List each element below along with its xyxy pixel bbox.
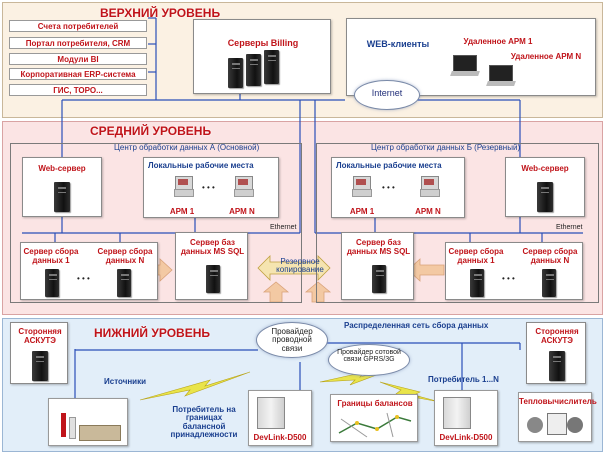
workstation-icon	[174, 176, 194, 197]
collector-1-label: Сервер сбора данных 1	[23, 247, 79, 265]
arm-1-label: АРМ 1	[169, 207, 195, 216]
remote-arm-1-label: Удаленное АРМ 1	[463, 37, 533, 46]
server-icon	[54, 182, 70, 212]
heat-meter-icon	[527, 411, 585, 437]
db-server-a[interactable]: Сервер баз данных MS SQL	[175, 232, 248, 300]
workstation-icon	[420, 176, 440, 197]
provider-wired-label: Провайдер проводной связи	[271, 327, 313, 353]
server-icon	[206, 265, 220, 293]
menu-item-gis[interactable]: ГИС, ТОРО...	[9, 84, 147, 96]
laptop-icon	[450, 55, 480, 79]
web-server-a-label: Web-сервер	[38, 164, 86, 173]
sources-label: Источники	[104, 377, 147, 386]
devlink-left-label: DevLink-D500	[253, 433, 307, 442]
workstation-icon	[352, 176, 372, 197]
web-server-b[interactable]: Web-сервер	[505, 157, 585, 217]
sources-plant[interactable]	[48, 398, 128, 446]
data-center-b[interactable]	[316, 143, 599, 303]
menu-item-consumer-bills[interactable]: Счета потребителей	[9, 20, 147, 32]
arm-n-label: АРМ N	[415, 207, 441, 216]
server-icon	[537, 182, 553, 212]
web-server-b-label: Web-сервер	[521, 164, 569, 173]
server-icon	[372, 265, 386, 293]
dots-label: • • •	[202, 183, 215, 192]
third-party-askute-right[interactable]: Сторонняя АСКУТЭ	[526, 322, 586, 384]
server-icon	[228, 58, 243, 88]
db-server-b-label: Сервер баз данных MS SQL	[346, 238, 411, 256]
dots-label: • • •	[77, 274, 90, 283]
third-party-right-label: Сторонняя АСКУТЭ	[535, 327, 579, 345]
local-workstations-b[interactable]: Локальные рабочие места • • • АРМ 1 АРМ …	[331, 157, 465, 218]
server-icon	[117, 269, 131, 297]
consumer-boundary-label: Потребитель на границах балансной принад…	[170, 405, 238, 440]
remote-arm-n-label: Удаленное АРМ N	[510, 52, 582, 61]
menu-item-consumer-portal[interactable]: Портал потребителя, CRM	[9, 37, 147, 49]
server-icon	[470, 269, 484, 297]
billing-servers-label: Серверы Billing	[227, 38, 299, 48]
map-icon	[338, 412, 412, 438]
bottom-level-title: НИЖНИЙ УРОВЕНЬ	[94, 326, 210, 340]
top-level-title: ВЕРХНИЙ УРОВЕНЬ	[100, 6, 221, 20]
consumer-n-label: Потребитель 1...N	[428, 375, 499, 384]
heat-meter[interactable]: Тепловычислитель	[518, 392, 597, 442]
provider-cell-label: Провайдер сотовой связи GPRS/3G	[337, 349, 401, 364]
web-server-a[interactable]: Web-сервер	[22, 157, 102, 217]
server-icon	[45, 269, 59, 297]
third-party-askute-left[interactable]: Сторонняя АСКУТЭ	[10, 322, 68, 384]
collector-servers-b[interactable]: Сервер сбора данных 1 Сервер сбора данны…	[445, 242, 583, 300]
data-center-b-title: Центр обработки данных Б (Резервный)	[371, 143, 521, 152]
db-server-a-label: Сервер баз данных MS SQL	[180, 238, 245, 256]
internet-cloud[interactable]: Internet	[354, 80, 420, 110]
devlink-right-label: DevLink-D500	[439, 433, 493, 442]
third-party-left-label: Сторонняя АСКУТЭ	[18, 327, 62, 345]
provider-cell-cloud[interactable]: Провайдер сотовой связи GPRS/3G	[328, 344, 410, 376]
db-server-b[interactable]: Сервер баз данных MS SQL	[341, 232, 414, 300]
data-center-a-title: Центр обработки данных А (Основной)	[114, 143, 260, 152]
heat-meter-label: Тепловычислитель	[519, 397, 597, 406]
server-icon	[264, 50, 279, 84]
devlink-right[interactable]: DevLink-D500	[434, 390, 498, 446]
collector-n-label: Сервер сбора данных N	[522, 247, 578, 265]
local-workstations-a-label: Локальные рабочие места	[148, 161, 254, 170]
menu-item-bi-modules[interactable]: Модули BI	[9, 53, 147, 65]
local-workstations-b-label: Локальные рабочие места	[336, 161, 442, 170]
server-icon	[542, 269, 556, 297]
billing-servers-box[interactable]: Серверы Billing	[193, 19, 331, 94]
server-icon	[32, 351, 48, 381]
factory-icon	[57, 413, 121, 443]
menu-item-erp[interactable]: Корпоративная ERP-система	[9, 68, 147, 80]
backup-label: Резервное копирование	[276, 257, 324, 275]
server-icon	[246, 54, 261, 86]
local-workstations-a[interactable]: Локальные рабочие места • • • АРМ 1 АРМ …	[143, 157, 279, 218]
devlink-left[interactable]: DevLink-D500	[248, 390, 312, 446]
middle-level-title: СРЕДНИЙ УРОВЕНЬ	[90, 124, 212, 138]
cabinet-icon	[257, 397, 285, 429]
ethernet-label-a: Ethernet	[270, 224, 297, 231]
distributed-network-label: Распределенная сеть сбора данных	[344, 321, 489, 330]
web-clients-label: WEB-клиенты	[366, 39, 430, 49]
collector-servers-a[interactable]: Сервер сбора данных 1 Сервер сбора данны…	[20, 242, 158, 300]
cabinet-icon	[443, 397, 471, 429]
dots-label: • • •	[502, 274, 515, 283]
balance-boundaries[interactable]: Границы балансов	[330, 394, 418, 442]
arm-1-label: АРМ 1	[349, 207, 375, 216]
dots-label: • • •	[382, 183, 395, 192]
provider-wired-cloud[interactable]: Провайдер проводной связи	[256, 322, 328, 358]
arm-n-label: АРМ N	[229, 207, 255, 216]
ethernet-label-b: Ethernet	[556, 224, 583, 231]
internet-label: Internet	[371, 88, 403, 98]
server-icon	[549, 351, 565, 381]
balance-boundaries-label: Границы балансов	[337, 399, 413, 408]
collector-1-label: Сервер сбора данных 1	[448, 247, 504, 265]
laptop-icon	[486, 65, 516, 89]
collector-n-label: Сервер сбора данных N	[97, 247, 153, 265]
data-center-a[interactable]	[10, 143, 302, 303]
workstation-icon	[234, 176, 254, 197]
